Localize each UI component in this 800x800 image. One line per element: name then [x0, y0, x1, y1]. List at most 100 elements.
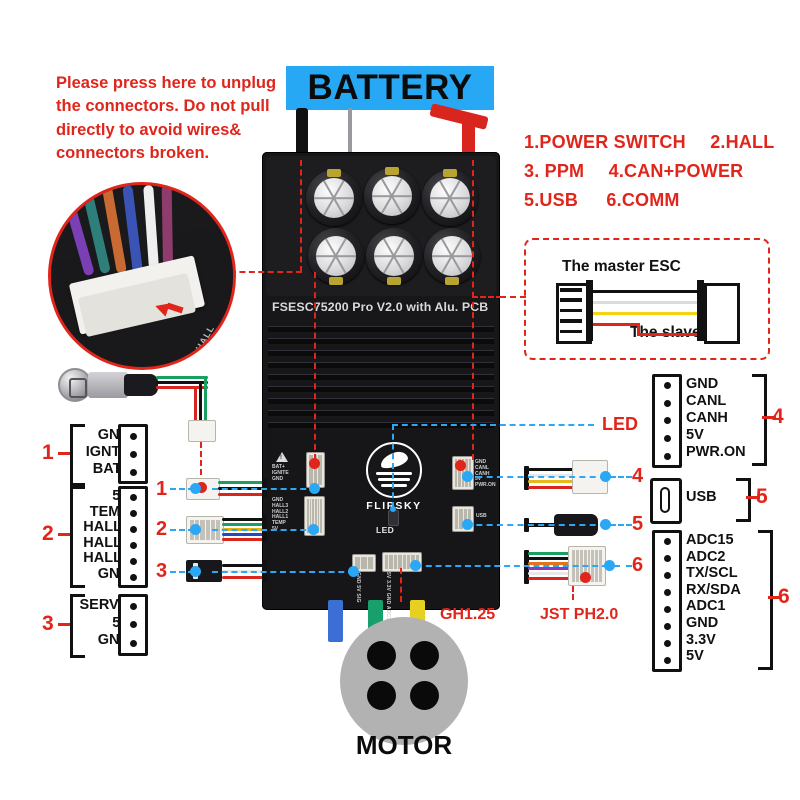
left-group-2-number: 2 — [42, 522, 54, 545]
pin-label: GND — [686, 376, 719, 392]
capacitor — [306, 169, 362, 226]
left-group-3-number: 3 — [42, 612, 54, 635]
right-group-5-number: 5 — [756, 485, 768, 508]
legend-item-4: 4.CAN+POWER — [608, 161, 744, 182]
pin-label: 5V — [686, 648, 704, 665]
pin-label: CANL — [686, 393, 727, 409]
board-dot-can — [462, 471, 473, 482]
cable-1-red — [218, 493, 266, 497]
dual-esc-link-dash — [500, 296, 526, 298]
connector-pins — [355, 557, 373, 569]
board-dot-usb — [462, 519, 473, 530]
cable-2-dash — [170, 529, 194, 531]
cap-tab — [387, 277, 401, 285]
pwr-switch-plug[interactable] — [188, 420, 216, 442]
pwr-cable-black — [156, 381, 208, 385]
dolphin-icon — [378, 449, 410, 471]
pin-label: GND — [686, 614, 719, 631]
right-group-4-bracket — [752, 374, 767, 466]
motor-wire-blue — [328, 600, 343, 642]
cable-1-number: 1 — [156, 478, 168, 500]
left-group-3-header — [118, 594, 148, 656]
cable-5-number: 5 — [632, 513, 644, 535]
left-group-1-bracket — [70, 424, 85, 486]
led-callout-dash-v — [392, 424, 394, 508]
warning-note-text: Please press here to unplug the connecto… — [56, 74, 277, 163]
cable-3-number: 3 — [156, 560, 168, 582]
pin-label: RX/SDA — [686, 581, 741, 598]
dual-esc-wire-red-step — [637, 323, 640, 335]
cable-4-black — [528, 468, 574, 472]
cap-vent — [430, 178, 470, 218]
pin-label: SERVO — [79, 597, 130, 613]
cap-tab — [443, 169, 457, 177]
gh-connector-label: GH1.25 — [440, 606, 496, 623]
left-group-2-tick — [58, 533, 72, 536]
logo-ring — [366, 442, 422, 498]
cable-3-red — [222, 576, 266, 580]
cable-6-dot — [604, 560, 615, 571]
dual-esc-wire-red-a — [593, 323, 639, 326]
connector-closeup-photo: HALL — [48, 182, 236, 370]
cap-vent — [316, 236, 356, 276]
slave-esc-body — [697, 280, 704, 341]
power-switch-barrel — [88, 372, 128, 398]
warning-note: Please press here to unplug the connecto… — [56, 72, 304, 166]
legend-item-6: 6.COMM — [606, 190, 680, 211]
right-group-6-bracket — [758, 530, 773, 670]
led-callout-dash — [392, 424, 594, 426]
legend-item-2: 2.HALL — [710, 132, 775, 152]
cable-4-red — [528, 486, 574, 490]
pin-label: 3.3V — [686, 631, 716, 648]
cable-3-dash — [170, 571, 194, 573]
cable-3-dot — [190, 566, 201, 577]
photo-red-dash-horizontal — [230, 271, 302, 273]
master-esc-body — [586, 280, 593, 341]
cable-4-end — [524, 466, 529, 490]
pwr-cable-red — [156, 386, 208, 390]
led-silkscreen-label: LED — [376, 525, 395, 535]
cable-6-dash — [614, 565, 632, 567]
pin-label: CANH — [686, 410, 728, 426]
connector-pins — [307, 499, 323, 533]
led-lens — [390, 506, 396, 512]
cap-vent — [432, 236, 472, 276]
power-switch-button[interactable] — [58, 368, 92, 402]
board-dash-comm — [416, 565, 608, 567]
cable-4-white — [528, 474, 574, 478]
warning-triangle-icon — [276, 452, 288, 462]
master-esc-pins — [560, 288, 582, 333]
left-group-1-number: 1 — [42, 441, 54, 464]
battery-wire-black — [296, 108, 308, 160]
right-group-4-tick — [762, 416, 776, 419]
photo-red-dash-vertical — [300, 160, 302, 272]
board-dash-can — [466, 476, 606, 478]
cable-5-dash — [610, 524, 632, 526]
cable-6-white — [528, 572, 572, 576]
right-group-6-header — [652, 530, 682, 672]
pwr-cable-green — [156, 376, 208, 380]
battery-label: BATTERY — [286, 66, 494, 110]
pin-label: TX/SCL — [686, 565, 738, 582]
cable-6-end — [524, 550, 529, 584]
dual-esc-wire-black — [593, 290, 697, 293]
cable-4-yellow — [528, 480, 574, 484]
motor-hole — [410, 681, 439, 710]
right-group-4-header — [652, 374, 682, 468]
flipsky-logo: FLIPSKY — [358, 442, 430, 512]
legend-row-2: 3. PPM 4.CAN+POWER — [524, 157, 786, 186]
pin-label: ADC15 — [686, 532, 734, 548]
jst-connector-label: JST PH2.0 — [540, 606, 619, 623]
pin-label: PWR.ON — [686, 444, 746, 460]
pin-label: ADC1 — [686, 598, 726, 615]
board-dash-hall — [212, 529, 316, 531]
cable-1-red-marker — [196, 482, 207, 493]
cable-2-number: 2 — [156, 518, 168, 540]
cable-1-green — [218, 481, 266, 485]
left-group-3-tick — [58, 623, 72, 626]
right-group-6-labels: ADC15 ADC2 TX/SCL RX/SDA ADC1 GND 3.3V 5… — [686, 532, 772, 666]
right-group-4-number: 4 — [772, 405, 784, 428]
